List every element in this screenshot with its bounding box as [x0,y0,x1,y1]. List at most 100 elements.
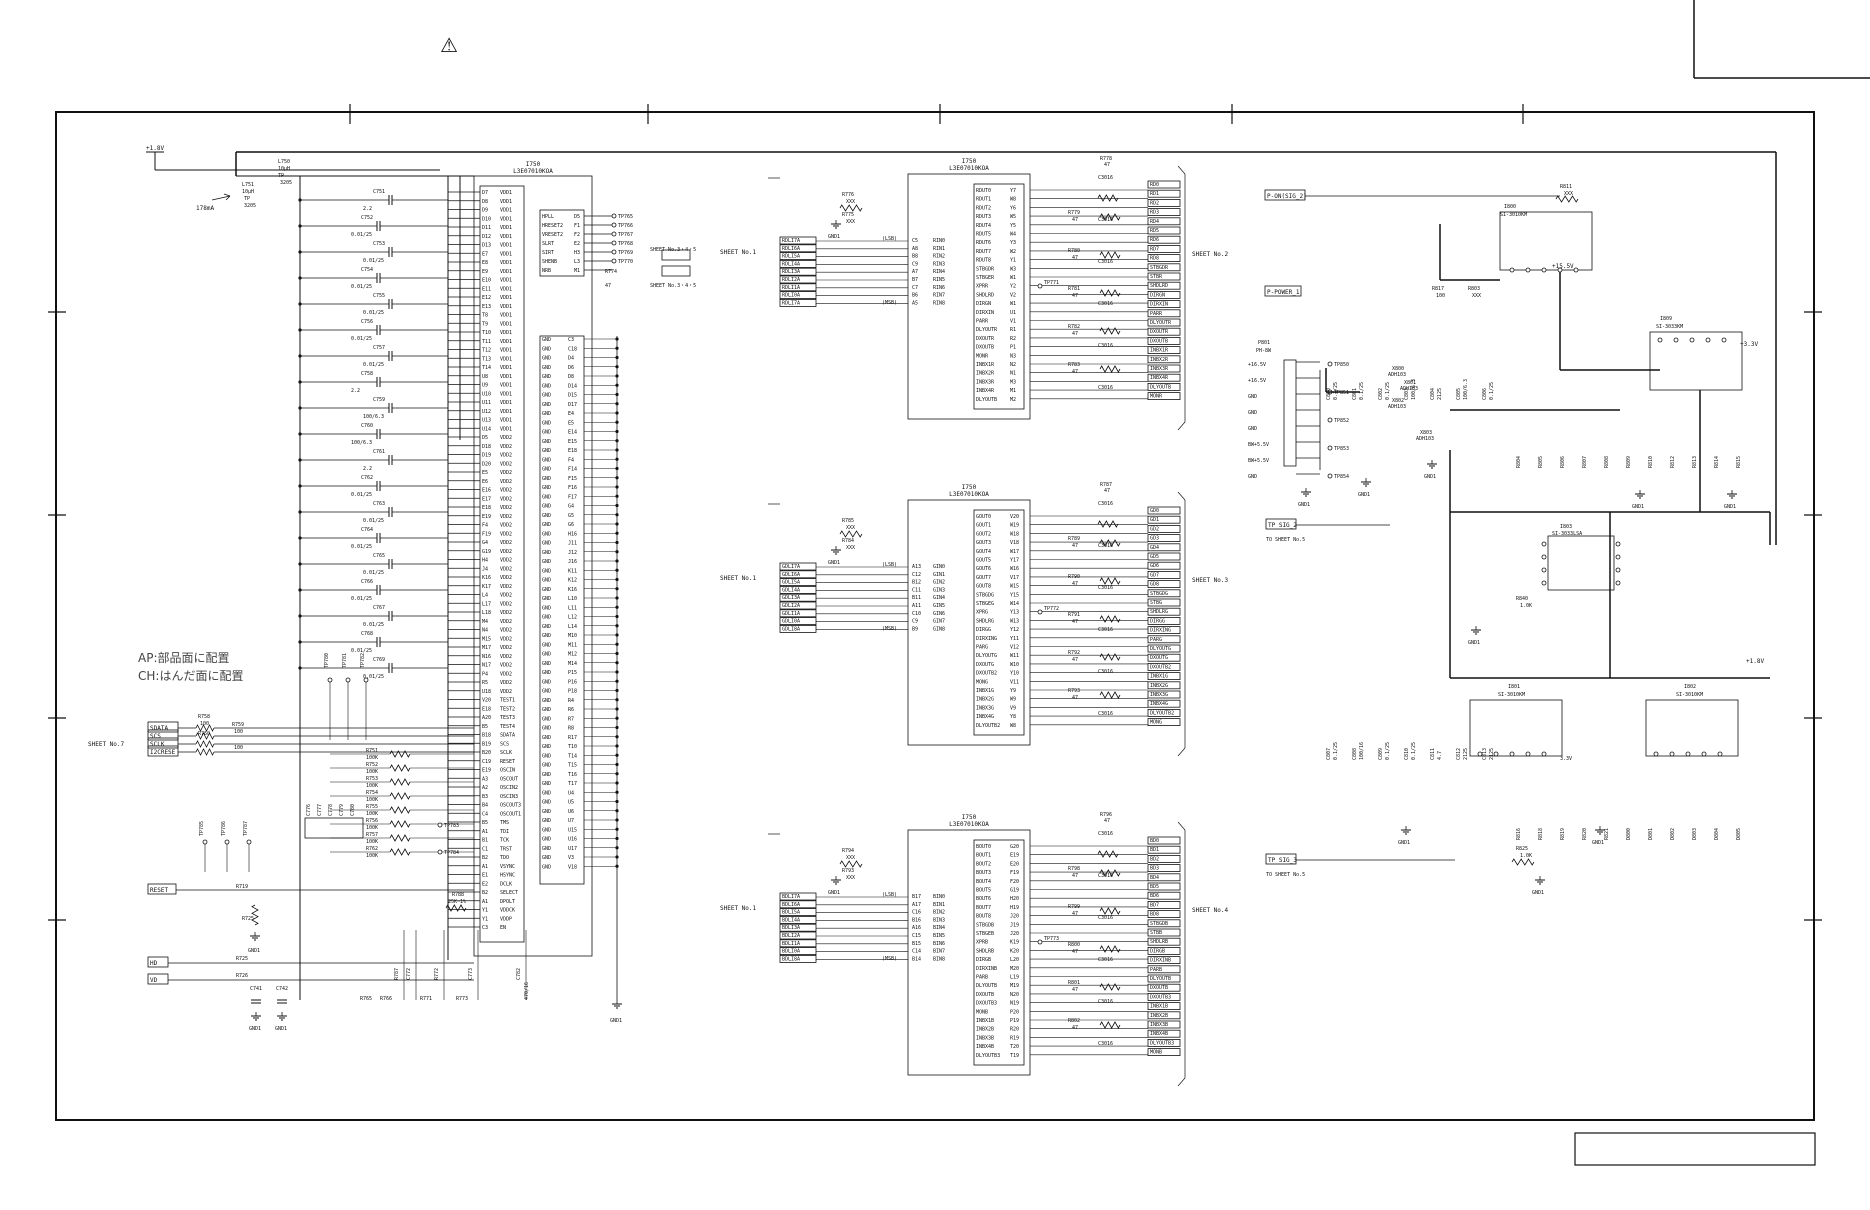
tp-label: TP773 [1044,936,1059,942]
pin-name: DLYOUTR [976,327,998,333]
output-label: BD3 [1150,866,1159,872]
current-label: 178mA [196,205,214,212]
capacitor-ref: C768 [361,631,373,637]
pin-name: GND [542,698,551,704]
pin-name: VDD2 [500,636,512,642]
pin-name: VDD2 [500,549,512,555]
pin-number: W9 [1010,697,1016,703]
resistor-ref: R798 [1068,866,1080,872]
bracket [1177,165,1186,175]
pin-name: TDO [500,855,509,861]
input-flag [779,947,817,955]
pin-number: U17 [568,846,577,852]
output-flag [1147,864,1181,872]
capacitor-value: 0.01/25 [363,674,384,680]
pin-number: E12 [482,295,491,301]
pin-name: GIN2 [933,580,945,586]
output-flag [1147,901,1181,909]
pin-number: M20 [1010,966,1019,972]
output-label: PARR [1150,311,1163,317]
capacitor-value: 470/16 [524,982,530,1000]
output-label: INBX1B [1150,1004,1168,1010]
resistor-ref: R796 [1100,812,1112,818]
pin-name: OSCOUT3 [500,803,521,809]
pin-name: DXOUTB2 [976,671,997,677]
pin-name: TRST [500,846,512,852]
resistor-value: 100K [366,797,378,803]
pin-number: B16 [912,917,921,923]
pin-name: GOUT5 [976,558,991,564]
resistor-symbol [1099,907,1121,915]
pin-number: F4 [482,523,488,529]
pin-number: A3 [482,776,488,782]
pin-number: V1 [1010,319,1016,325]
capacitor-ref: C3016 [1098,385,1113,391]
output-label: RD7 [1150,246,1159,252]
gnd-label: GND1 [249,1026,261,1032]
pin-number: Y1 [482,916,488,922]
pin-number: L20 [1010,957,1019,963]
component-ref: R772 [434,968,440,980]
pin-name: VDD1 [500,225,512,231]
output-flag [1147,290,1181,299]
pin-number: C10 [912,611,921,617]
input-label: BDLI8A [782,956,800,962]
test-point [1669,751,1675,757]
pin-number: L14 [568,624,577,630]
pin-name: GND [542,624,551,630]
pin-name: BIN1 [933,902,945,908]
pin-name: VDD2 [500,444,512,450]
capacitor-value: 0.01/25 [363,570,384,576]
pin-name: VDD2 [500,566,512,572]
pin-number: B14 [912,956,921,962]
pin-name: GND [542,578,551,584]
output-flag [1147,699,1181,708]
output-label: BD8 [1150,912,1159,918]
pin-number: Y12 [1010,627,1019,633]
ic-part: SI-3010KM [1676,692,1703,698]
output-label: RD2 [1150,200,1159,206]
pin-name: GND [542,346,551,352]
pin-number: W4 [1010,232,1016,238]
pin-number: M15 [482,636,491,642]
capacitor-ref: C754 [361,267,373,273]
gnd-label: GND1 [610,1018,622,1024]
connector-pin: GND [1248,394,1257,400]
resistor-value: 100 [234,745,243,751]
pin-name: GND [542,818,551,824]
output-flag [1147,947,1181,955]
pin-number: W18 [1010,531,1019,537]
pin-number: E9 [482,269,488,275]
pin-number: J4 [482,566,488,572]
resistor-ref: R773 [456,996,468,1002]
junction-dot [298,328,302,332]
pin-number: J16 [568,559,577,565]
pin-number: B9 [912,626,918,632]
resistor-ref: R825 [1516,846,1528,852]
pin-number: T9 [482,321,488,327]
resistor-ref: R725 [236,956,248,962]
capacitor-ref: C3016 [1098,585,1113,591]
resistor-ref: R817 [1432,286,1444,292]
pin-name: GND [542,744,551,750]
ic-part: SI-3010KM [1500,212,1527,218]
gnd-label: GND1 [1632,504,1644,510]
pin-number: B1 [482,838,488,844]
test-point [224,839,230,845]
resistor-ref: R787 [1100,482,1112,488]
pin-name: VDD1 [500,243,512,249]
tp-label: TP765 [618,214,633,220]
pin-number: D7 [482,190,488,196]
net-flag-vd-text: VD [150,977,158,984]
resistor-value: XXX [846,855,855,861]
pin-number: M14 [568,661,577,667]
resistor-ref: R759 [232,722,244,728]
ic-3-body [907,499,1031,746]
pin-name: VDD2 [500,663,512,669]
pin-name: VDD1 [500,374,512,380]
junction-dot [298,198,302,202]
test-point [437,822,443,828]
pin-number: C5 [912,238,918,244]
output-label: SHDLRB [1150,939,1168,945]
output-label: RD0 [1150,182,1159,188]
